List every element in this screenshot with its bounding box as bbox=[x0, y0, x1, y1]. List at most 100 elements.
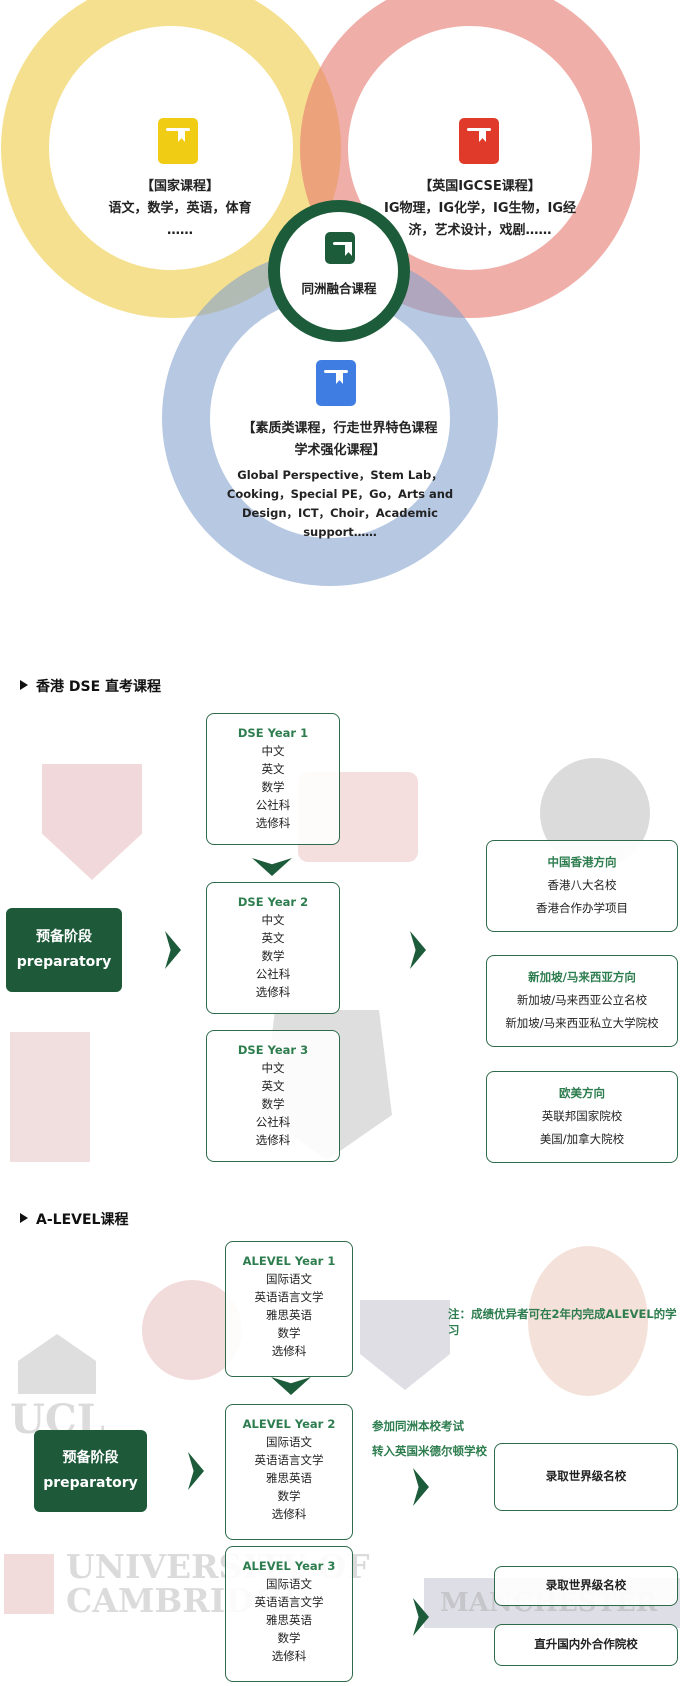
book-icon bbox=[158, 118, 198, 164]
alevel-heading: A-LEVEL课程 bbox=[20, 1209, 128, 1229]
year-box: DSE Year 3 中文英文数学公社科选修科 bbox=[206, 1030, 340, 1162]
chevron-right-icon bbox=[165, 931, 181, 969]
quality-subjects-4: support…… bbox=[303, 525, 377, 539]
chevron-right-icon bbox=[410, 931, 426, 969]
national-title: 【国家课程】 bbox=[140, 179, 219, 194]
chevron-down-icon bbox=[252, 858, 292, 876]
subject-item: 英文 bbox=[261, 931, 285, 945]
year-title: DSE Year 1 bbox=[237, 726, 309, 740]
destination-title: 新加坡/马来西亚方向 bbox=[528, 970, 636, 984]
triangle-icon bbox=[20, 1213, 28, 1223]
year-title: ALEVEL Year 1 bbox=[242, 1254, 336, 1268]
year-title: DSE Year 3 bbox=[237, 1043, 309, 1057]
watermark-crest-logo bbox=[4, 1554, 54, 1614]
igcse-subjects-1: IG物理，IG化学，IG生物，IG经 bbox=[383, 201, 577, 216]
watermark-round-logo bbox=[528, 1246, 648, 1396]
subject-item: 中文 bbox=[261, 1061, 285, 1075]
dse-heading: 香港 DSE 直考课程 bbox=[20, 676, 161, 696]
destination-box: 中国香港方向香港八大名校香港合作办学项目 bbox=[486, 840, 678, 932]
chevron-right-icon bbox=[188, 1452, 204, 1490]
igcse-subjects-2: 济，艺术设计，戏剧…… bbox=[408, 223, 552, 238]
subject-item: 选修科 bbox=[271, 1344, 307, 1358]
quality-title-2: 学术强化课程】 bbox=[294, 443, 386, 458]
national-course: 【国家课程】 语文，数学，英语，体育 …… bbox=[80, 176, 280, 242]
destination-box: 新加坡/马来西亚方向新加坡/马来西亚公立名校新加坡/马来西亚私立大学院校 bbox=[486, 955, 678, 1047]
subject-item: 国际语文 bbox=[266, 1272, 312, 1286]
alevel-heading-text: A-LEVEL课程 bbox=[36, 1212, 129, 1228]
alevel-preparatory-box: 预备阶段 preparatory bbox=[34, 1430, 147, 1512]
alevel-prep-label-en: preparatory bbox=[43, 1475, 138, 1491]
dse-heading-text: 香港 DSE 直考课程 bbox=[36, 679, 162, 695]
quality-title-1: 【素质类课程，行走世界特色课程 bbox=[242, 421, 438, 436]
year-title: ALEVEL Year 3 bbox=[242, 1559, 336, 1573]
subject-item: 选修科 bbox=[255, 816, 291, 830]
subject-item: 国际语文 bbox=[266, 1577, 312, 1591]
alevel-transfer-line1: 参加同洲本校考试 bbox=[372, 1419, 464, 1433]
subject-item: 英语语言文学 bbox=[254, 1290, 324, 1304]
chevron-down-icon bbox=[271, 1377, 311, 1395]
destination-title: 欧美方向 bbox=[559, 1086, 605, 1100]
subject-item: 中文 bbox=[261, 744, 285, 758]
destination-box: 直升国内外合作院校 bbox=[494, 1624, 678, 1666]
book-icon bbox=[316, 360, 356, 406]
subject-item: 选修科 bbox=[255, 1133, 291, 1147]
alevel-transfer-line2: 转入英国米德尔顿学校 bbox=[372, 1444, 487, 1458]
destination-item: 新加坡/马来西亚公立名校 bbox=[516, 993, 648, 1007]
chevron-right-icon bbox=[413, 1468, 429, 1506]
subject-item: 英语语言文学 bbox=[254, 1453, 324, 1467]
subject-item: 公社科 bbox=[255, 967, 291, 981]
destination-item: 香港八大名校 bbox=[547, 878, 617, 892]
destination-item: 新加坡/马来西亚私立大学院校 bbox=[505, 1016, 659, 1030]
year-title: ALEVEL Year 2 bbox=[242, 1417, 336, 1431]
subject-item: 数学 bbox=[261, 949, 285, 963]
subject-item: 公社科 bbox=[255, 1115, 291, 1129]
subject-item: 选修科 bbox=[271, 1507, 307, 1521]
quality-course: 【素质类课程，行走世界特色课程 学术强化课程】 Global Perspecti… bbox=[210, 418, 470, 542]
subject-item: 数学 bbox=[277, 1489, 301, 1503]
destination-box: 录取世界级名校 bbox=[494, 1443, 678, 1511]
quality-subjects: Global Perspective，Stem Lab， Cooking，Spe… bbox=[210, 466, 470, 542]
book-icon bbox=[459, 118, 499, 164]
dse-preparatory-box: 预备阶段 preparatory bbox=[6, 908, 122, 992]
subject-item: 英文 bbox=[261, 762, 285, 776]
destination-item: 美国/加拿大院校 bbox=[539, 1132, 625, 1146]
center-label: 同洲融合课程 bbox=[301, 281, 377, 296]
year-box: DSE Year 2 中文英文数学公社科选修科 bbox=[206, 882, 340, 1014]
igcse-title: 【英国IGCSE课程】 bbox=[419, 179, 541, 194]
subject-item: 英语语言文学 bbox=[254, 1595, 324, 1609]
destination-title: 中国香港方向 bbox=[547, 855, 617, 869]
subject-item: 选修科 bbox=[255, 985, 291, 999]
year-box: DSE Year 1 中文英文数学公社科选修科 bbox=[206, 713, 340, 845]
national-ellipsis: …… bbox=[167, 223, 193, 238]
destination-box: 录取世界级名校 bbox=[494, 1566, 678, 1606]
year-box: ALEVEL Year 3 国际语文英语语言文学雅思英语数学选修科 bbox=[225, 1546, 353, 1682]
subject-item: 国际语文 bbox=[266, 1435, 312, 1449]
watermark-crest-logo bbox=[42, 764, 142, 880]
book-icon bbox=[325, 232, 355, 264]
subject-item: 英文 bbox=[261, 1079, 285, 1093]
destination-box: 欧美方向英联邦国家院校美国/加拿大院校 bbox=[486, 1071, 678, 1163]
year-title: DSE Year 2 bbox=[237, 895, 309, 909]
dse-prep-label: 预备阶段 bbox=[36, 929, 92, 945]
destination-item: 英联邦国家院校 bbox=[541, 1109, 623, 1123]
quality-subjects-1: Global Perspective，Stem Lab， bbox=[237, 468, 443, 482]
dse-prep-label-en: preparatory bbox=[16, 954, 112, 970]
subject-item: 中文 bbox=[261, 913, 285, 927]
igcse-course: 【英国IGCSE课程】 IG物理，IG化学，IG生物，IG经 济，艺术设计，戏剧… bbox=[375, 176, 585, 242]
subject-item: 数学 bbox=[277, 1631, 301, 1645]
subject-item: 雅思英语 bbox=[266, 1613, 312, 1627]
subject-item: 雅思英语 bbox=[266, 1308, 312, 1322]
subject-item: 数学 bbox=[261, 1097, 285, 1111]
alevel-prep-label: 预备阶段 bbox=[62, 1450, 119, 1466]
alevel-transfer: 参加同洲本校考试 转入英国米德尔顿学校 bbox=[372, 1414, 487, 1464]
watermark-crest-logo bbox=[10, 1032, 90, 1162]
alevel-note: 注：成绩优异者可在2年内完成ALEVEL的学习 bbox=[448, 1307, 677, 1337]
subject-item: 选修科 bbox=[271, 1649, 307, 1663]
watermark-building-logo bbox=[18, 1334, 96, 1394]
quality-subjects-3: Design，ICT，Choir，Academic bbox=[241, 506, 438, 520]
subject-item: 公社科 bbox=[255, 798, 291, 812]
subject-item: 数学 bbox=[261, 780, 285, 794]
destination-item: 香港合作办学项目 bbox=[536, 901, 628, 915]
